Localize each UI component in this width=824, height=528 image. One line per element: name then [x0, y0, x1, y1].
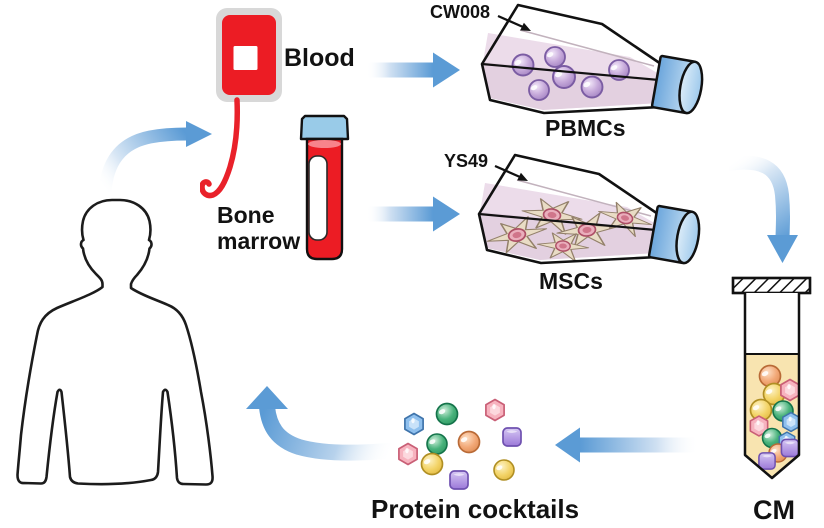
bone-marrow-label-line1: Bone — [217, 202, 275, 228]
blood-bag-icon — [200, 8, 282, 199]
bone-marrow-tube-icon — [299, 114, 350, 261]
bone-marrow-label-line2: marrow — [217, 228, 301, 254]
arrow-cm-to-proteins — [555, 427, 698, 463]
ys49-treatment-label: YS49 — [444, 151, 489, 171]
cm-tube-icon — [731, 276, 812, 480]
bag-window — [233, 46, 258, 70]
protein-cocktails-icon — [398, 398, 522, 490]
cm-label: CM — [753, 495, 795, 525]
cw008-treatment-label: CW008 — [430, 2, 491, 22]
bag-tubing — [200, 97, 240, 199]
arrow-proteins-to-person — [246, 386, 394, 461]
blood-label: Blood — [284, 44, 355, 72]
arrow-person-to-samples — [98, 121, 212, 193]
tube-label-window — [308, 155, 328, 241]
human-figure — [16, 198, 214, 486]
mscs-label: MSCs — [539, 268, 603, 294]
tube-cap — [299, 114, 350, 141]
pbmcs-label: PBMCs — [545, 115, 626, 141]
bone-marrow-label: Bone marrow — [217, 202, 300, 254]
protein-cocktails-label: Protein cocktails — [371, 494, 580, 524]
arrow-flasks-to-cm — [726, 155, 798, 263]
